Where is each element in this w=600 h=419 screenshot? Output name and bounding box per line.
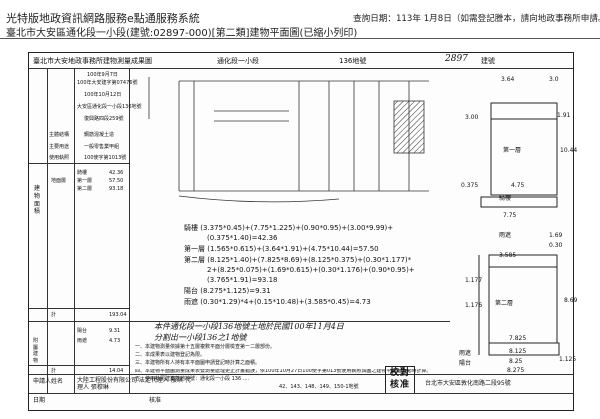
table-divider <box>29 321 130 322</box>
calc-line: 騎樓 (3.375*0.45)+(7.75*1.225)+(0.90*0.95)… <box>184 224 394 232</box>
calc-line: 第二層 (8.125*1.40)+(7.825*8.69)+(8.125*0.3… <box>184 256 412 264</box>
header-divider <box>0 38 600 39</box>
area-row-value: 93.18 <box>109 186 124 192</box>
calc-line: 雨遮 (0.30*1.29)*4+(0.15*10.48)+(3.585*0.4… <box>184 298 371 306</box>
footer-row-label: 日期 <box>33 397 46 404</box>
table-left-rule <box>47 68 48 393</box>
attach-row-label: 雨遮 <box>77 338 88 344</box>
site-map-sketch <box>148 77 429 203</box>
area-row-value: 57.50 <box>109 178 124 184</box>
dimension: 1.91 <box>557 112 571 119</box>
dimension: 8.125 <box>509 348 527 355</box>
calc-line: (0.375*1.40)=42.36 <box>207 234 278 242</box>
attach-row-label: 陽台 <box>77 328 88 334</box>
dimension: 1.125 <box>559 356 577 363</box>
note-line: 一、本建物測量依據第十五層複數平面分層檢查第一二層部份。 <box>135 344 276 350</box>
second-floor-label: 第二層 <box>495 300 514 307</box>
calc-line: (3.765*1.91)=93.18 <box>207 276 278 284</box>
dimension: 1.176 <box>465 302 483 309</box>
note-line: 三、本建物所有人持有本平面圖申請登記時計算之面積。 <box>135 360 261 366</box>
attach-group-label: 附屬建物 <box>33 338 39 364</box>
area-row-label: 第一層 <box>77 178 93 184</box>
info-row: 大安區通化段一小段136地號 <box>77 104 142 110</box>
info-label: 主體結構 <box>49 132 70 138</box>
approval-stamp: 校對 核准 <box>385 366 415 394</box>
attach-row-value: 4.73 <box>109 338 121 344</box>
building-plan-sheet: 臺北市大安地政事務所建物測量成果圖 通化段一小段 136地號 2897 建號 1… <box>28 52 578 411</box>
footer-divider <box>29 374 573 375</box>
applicant-label: 申請人姓名 <box>33 378 64 385</box>
table-inner-rule <box>74 68 75 393</box>
area-row-label: 地面層 <box>51 178 67 184</box>
note-line: 四、本建物平面圖測量成果表暨測量處理更正計畫錯誤，依100年10月27日100使… <box>135 369 432 374</box>
address: 台北市大安區敦化南路二段95號 <box>425 380 511 387</box>
section-name: 通化段一小段 <box>217 57 259 65</box>
calc-line: 陽台 (8.275*1.125)=9.31 <box>184 287 271 295</box>
query-info: 查詢日期：113年 1月8日（如需登記謄本，請向地政事務所申請。） <box>353 14 600 24</box>
area-row-label: 第二層 <box>77 186 93 192</box>
system-title: 光特版地政資訊網路服務e點通服務系統 <box>6 12 200 25</box>
info-row: 鋼筋混凝土造 <box>84 132 115 138</box>
table-divider <box>29 365 130 366</box>
office-title: 臺北市大安地政事務所建物測量成果圖 <box>33 57 152 65</box>
note-line: 五、使用執照建築基地地號：通化段一小段 136 .... <box>135 376 250 382</box>
note-line: 42、143、148、149、150-1地號 <box>279 384 359 390</box>
dimension: 4.75 <box>511 182 525 189</box>
area-row-label: 騎樓 <box>77 170 88 176</box>
dimension: 1.177 <box>465 277 483 284</box>
balcony-label: 陽台 <box>459 360 472 367</box>
title-divider <box>29 68 573 69</box>
handwritten-note: 分割出一小段136之1地號 <box>154 333 247 342</box>
footer-row-label: 核准 <box>149 397 162 404</box>
note-line: 二、本成果表以建物登記為限。 <box>135 352 206 358</box>
info-row: 100使字第1013號 <box>84 155 127 161</box>
dimension: 10.44 <box>560 147 578 154</box>
dimension: 7.825 <box>509 335 527 342</box>
rain-shelter-label: 雨遮 <box>459 350 472 357</box>
page-header: 光特版地政資訊網路服務e點通服務系統 臺北市大安區通化段一小段(建號:02897… <box>0 0 600 40</box>
dimension: 3.00 <box>465 114 479 121</box>
dimension: 3.585 <box>499 252 517 259</box>
applicant-value: 大陸工程股份有限公司 法定代理人 殷琪 代理人 張穆琳 <box>77 377 191 392</box>
attach-total-label: 計 <box>51 368 57 374</box>
info-row: 100年9月7日 <box>87 72 118 78</box>
dimension: 8.275 <box>507 367 525 374</box>
area-group-label: 建物面積 <box>34 185 41 216</box>
area-total-label: 計 <box>51 312 57 318</box>
table-divider <box>29 163 130 164</box>
info-label: 使用執照 <box>49 155 70 161</box>
footer-divider <box>29 393 573 394</box>
dimension: 0.30 <box>549 242 563 249</box>
dimension: 3.64 <box>501 76 515 83</box>
calc-line: 第一層 (1.565*0.615)+(3.64*1.91)+(4.75*10.4… <box>184 245 379 253</box>
area-total-value: 193.04 <box>109 312 127 318</box>
dimension: 3.0 <box>549 76 559 83</box>
document-subtitle: 臺北市大安區通化段一小段(建號:02897-000)[第二類]建物平面圖(已縮小… <box>6 28 358 39</box>
dimension: 7.75 <box>503 212 517 219</box>
dimension: 1.69 <box>549 232 563 239</box>
attach-total-value: 14.04 <box>109 368 124 374</box>
notes-divider <box>130 321 450 322</box>
info-row: 復興路四段259號 <box>84 116 124 122</box>
rain-shelter-label: 雨遮 <box>499 232 512 239</box>
arcade-label: 騎樓 <box>499 195 512 202</box>
info-row: 一般零售業甲組 <box>84 144 120 150</box>
calc-line: 2+(8.25*0.075)+(1.69*0.615)+(0.30*1.176)… <box>207 266 415 274</box>
table-divider <box>29 308 130 309</box>
building-number-handwritten: 2897 <box>445 54 468 64</box>
floor-plan-drawing <box>478 102 560 356</box>
dimension: 8.25 <box>509 358 523 365</box>
handwritten-note: 本件通化段一小段136地號土地於民國100年11月4日 <box>154 322 344 331</box>
lot-number: 136地號 <box>339 57 367 65</box>
info-row: 100年10月12日 <box>84 92 122 98</box>
info-label: 主要用途 <box>49 144 70 150</box>
attach-row-value: 9.31 <box>109 328 121 334</box>
area-row-value: 42.36 <box>109 170 124 176</box>
dimension: 0.375 <box>461 182 479 189</box>
first-floor-label: 第一層 <box>503 147 522 154</box>
info-row: 100年大安建字第07476號 <box>77 80 138 86</box>
building-number-label: 建號 <box>481 57 495 65</box>
dimension: 8.69 <box>564 297 578 304</box>
table-right-rule <box>129 68 130 393</box>
